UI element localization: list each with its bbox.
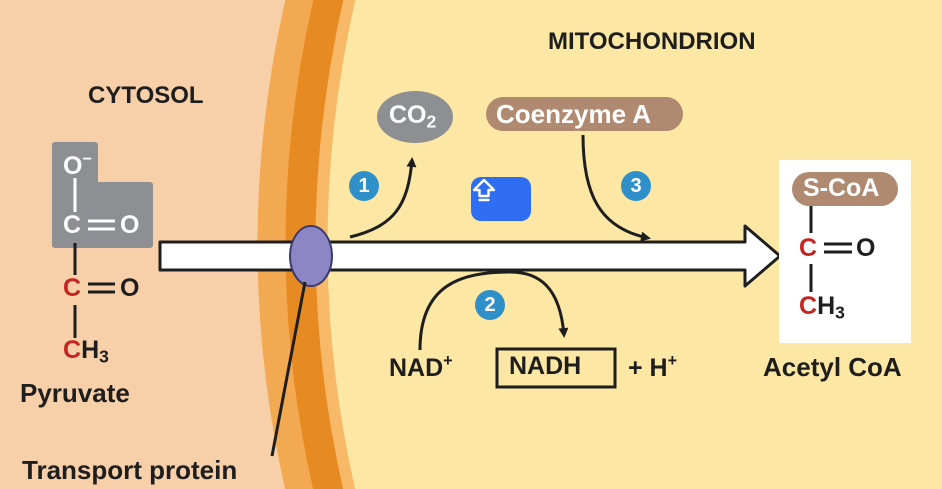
nadh-box [495, 347, 617, 389]
carboxyl-group-highlight [52, 142, 153, 248]
h-plus-label: + H+ [628, 352, 678, 382]
acetyl-c1: C [799, 234, 818, 262]
acetyl-ch3: CH3 [799, 292, 845, 323]
nad-plus-label: NAD+ [389, 352, 453, 382]
pyruvate-o-minus: O− [63, 150, 92, 180]
s-coa-pill [792, 172, 898, 206]
arrow-step-2 [418, 270, 569, 351]
coenzyme-a-pill [486, 97, 683, 131]
coenzyme-a-label: Coenzyme A [496, 99, 652, 129]
pyruvate-ch3: CH3 [63, 336, 109, 367]
pyruvate-c2: C [63, 274, 82, 302]
transport-protein-shape [289, 225, 333, 287]
pyruvate-c1: C [63, 211, 82, 239]
reaction-arrow [158, 224, 782, 288]
s-coa-label: S-CoA [803, 174, 880, 202]
co2-label: CO2 [389, 101, 437, 132]
co2-bubble [377, 91, 453, 143]
cytosol-label: CYTOSOL [88, 82, 204, 109]
acetyl-o: O [856, 234, 876, 262]
transport-protein-label: Transport protein [22, 455, 238, 485]
overlay-upload-button[interactable] [471, 177, 531, 221]
step-2-badge: 2 [475, 290, 505, 320]
step-1-badge: 1 [349, 171, 379, 201]
upload-arrow-icon [472, 178, 496, 202]
pyruvate-o2: O [120, 274, 140, 302]
step-3-badge: 3 [621, 171, 651, 201]
transport-protein-leader [270, 281, 307, 457]
mitochondrion-label: MITOCHONDRION [548, 28, 756, 55]
acetyl-coa-label: Acetyl CoA [763, 352, 902, 382]
arrow-step-3 [581, 134, 651, 242]
pyruvate-o1: O [120, 211, 140, 239]
arrow-step-1 [349, 157, 417, 239]
pyruvate-label: Pyruvate [20, 378, 130, 408]
nadh-label: NADH [509, 352, 582, 380]
